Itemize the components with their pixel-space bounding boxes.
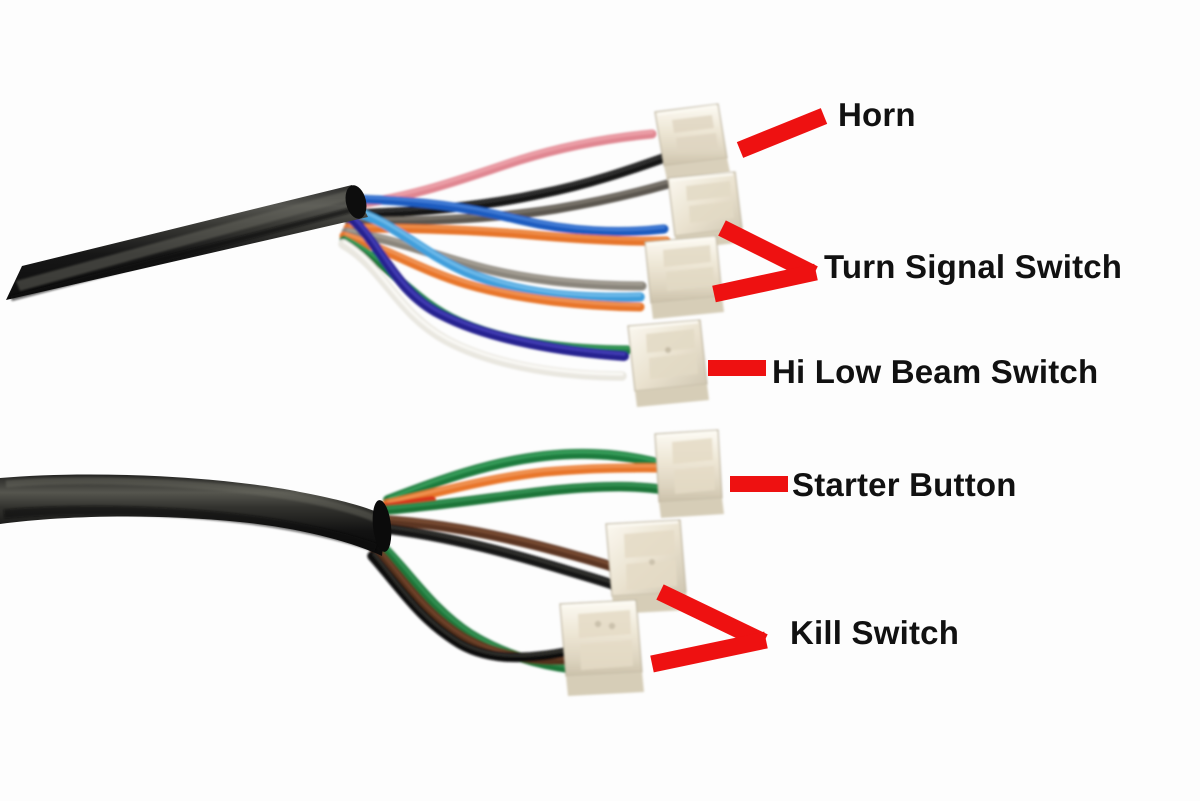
kill-switch-connector-lower (559, 599, 644, 696)
starter-button-pointer-icon (730, 472, 790, 496)
label-hi-low-beam-switch: Hi Low Beam Switch (772, 353, 1099, 390)
kill-switch-connector-upper (605, 519, 688, 614)
horn-connector (654, 103, 730, 180)
label-horn: Horn (838, 96, 916, 133)
turn-signal-pointer-icon (712, 220, 824, 303)
lower-loom-sleeve (0, 474, 392, 556)
turn-signal-connector-lower (644, 235, 724, 319)
hi-low-beam-pointer-icon (708, 356, 768, 380)
hi-low-beam-connector (627, 319, 709, 407)
starter-connector (654, 429, 724, 518)
kill-switch-pointer-icon (650, 584, 774, 673)
lower-connectors (559, 429, 724, 696)
upper-harness-wires (338, 129, 673, 381)
label-starter-button: Starter Button (792, 466, 1017, 503)
upper-loom-sleeve (6, 185, 368, 301)
horn-pointer-icon (736, 106, 832, 158)
label-kill-switch: Kill Switch (790, 614, 960, 651)
label-turn-signal-switch: Turn Signal Switch (824, 248, 1123, 285)
